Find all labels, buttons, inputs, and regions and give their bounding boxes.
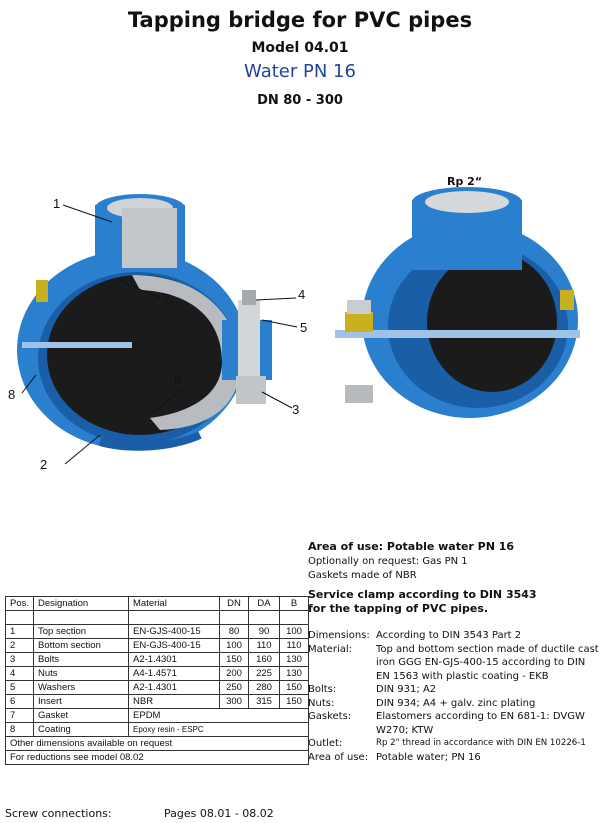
service-clamp-note: Service clamp according to DIN 3543 for …	[308, 588, 537, 615]
optional-gas: Optionally on request: Gas PN 1	[308, 556, 468, 567]
callout-4: 4	[298, 287, 306, 302]
spec-row: Area of use:Potable water; PN 16	[308, 751, 481, 763]
spec-row: Outlet:Rp 2" thread in accordance with D…	[308, 738, 586, 749]
exterior-clamp-image	[335, 187, 580, 418]
callout-leaders	[21, 204, 298, 465]
callout-5: 5	[300, 320, 308, 335]
outlet-label: Rp 2“	[447, 175, 483, 188]
table-header-row: Pos. Designation Material DN DA B	[4, 596, 310, 611]
callout-7: 7	[162, 291, 170, 306]
product-drawing	[17, 187, 580, 465]
callout-6: 6	[174, 372, 182, 387]
table-spacer-row	[4, 610, 310, 625]
spec-row: Dimensions:According to DIN 3543 Part 2	[308, 630, 522, 641]
table-note-row: Other dimensions available on request	[4, 736, 310, 751]
callout-3: 3	[292, 402, 300, 417]
cutaway-clamp-image	[17, 194, 272, 451]
spec-row: Material:Top and bottom section made of …	[308, 643, 599, 682]
area-of-use-heading: Area of use: Potable water PN 16	[308, 540, 515, 553]
callout-2: 2	[40, 457, 48, 472]
dn-range: DN 80 - 300	[257, 93, 343, 108]
page-title: Tapping bridge for PVC pipes	[127, 8, 473, 32]
spec-row: Nuts:DIN 934; A4 + galv. zinc plating	[308, 697, 536, 709]
table-note-row: For reductions see model 08.02	[4, 750, 310, 765]
model-number: Model 04.01	[251, 40, 349, 56]
callout-1: 1	[53, 196, 61, 211]
spec-list: Dimensions:According to DIN 3543 Part 2 …	[308, 629, 600, 764]
spec-row: Gaskets:Elastomers according to EN 681-1…	[308, 711, 585, 736]
water-rating: Water PN 16	[244, 61, 356, 82]
footer-label: Screw connections:	[5, 807, 112, 820]
spec-row: Bolts:DIN 931; A2	[308, 684, 437, 695]
gaskets-nbr: Gaskets made of NBR	[308, 570, 417, 581]
footer-pages: Pages 08.01 - 08.02	[164, 807, 274, 820]
callout-8: 8	[8, 387, 16, 402]
